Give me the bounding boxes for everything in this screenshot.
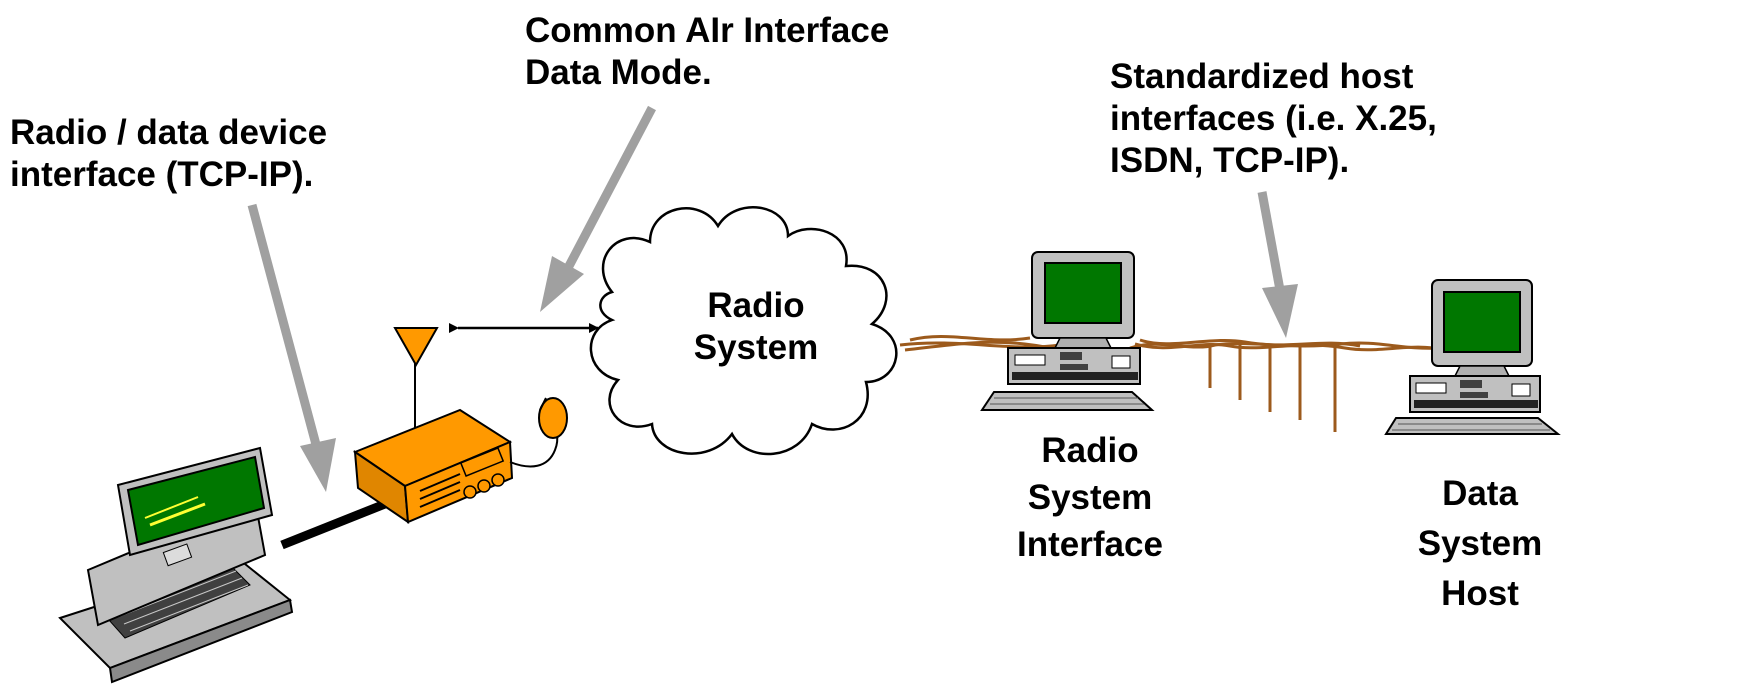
label-line: Radio / data device <box>10 113 328 152</box>
pointer-arrow <box>540 105 656 312</box>
desktop-computer-icon <box>980 251 1155 411</box>
radio-transceiver-icon <box>352 408 514 525</box>
radio-system-interface-label: Radio System Interface <box>990 427 1190 568</box>
pointer-arrow <box>247 203 336 492</box>
label-line: System <box>693 328 819 367</box>
radio-cloud-icon <box>589 206 898 456</box>
label-line: System <box>1417 524 1543 563</box>
label-line: interfaces (i.e. X.25, <box>1110 99 1437 138</box>
label-line: System <box>1027 478 1153 517</box>
label-line: Standardized host <box>1110 57 1414 96</box>
label-line: ISDN, TCP-IP). <box>1110 141 1350 180</box>
label-line: Data Mode. <box>525 53 712 92</box>
antenna-icon <box>393 327 439 440</box>
microphone-icon <box>509 397 568 468</box>
label-line: interface (TCP-IP). <box>10 155 314 194</box>
pointer-arrow <box>1257 191 1298 338</box>
common-air-interface-label: Common AIr Interface Data Mode. <box>525 10 889 94</box>
label-line: Data <box>1442 474 1518 513</box>
label-line: Interface <box>1017 525 1163 564</box>
label-line: Common AIr Interface <box>525 11 890 50</box>
label-line: Host <box>1441 574 1519 613</box>
host-interfaces-label: Standardized host interfaces (i.e. X.25,… <box>1110 56 1437 182</box>
label-line: Radio <box>707 286 805 325</box>
radio-system-cloud-label: Radio System <box>666 285 846 369</box>
network-cable-icon <box>899 334 1446 432</box>
label-line: Radio <box>1041 431 1139 470</box>
radio-data-device-label: Radio / data device interface (TCP-IP). <box>10 112 327 196</box>
data-system-host-label: Data System Host <box>1380 469 1580 619</box>
desktop-computer-icon <box>1384 279 1561 435</box>
data-cable <box>280 495 397 550</box>
laptop-icon <box>58 446 294 684</box>
